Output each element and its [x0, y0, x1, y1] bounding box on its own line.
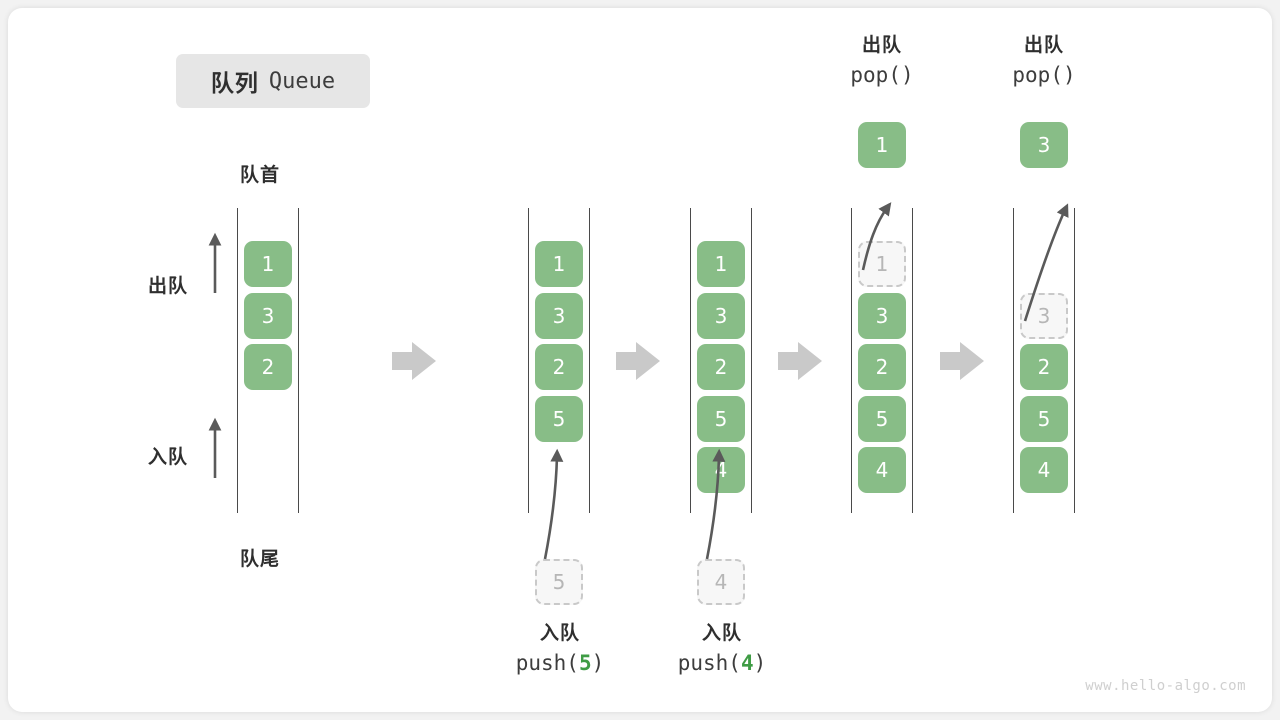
call-suffix: )	[591, 650, 605, 675]
title-chinese: 队列	[210, 70, 259, 96]
queue-cell-ghost: 1	[858, 241, 906, 287]
queue-cell: 4	[1020, 447, 1068, 493]
rail-right	[912, 208, 913, 513]
label-queue-rear: 队尾	[240, 549, 281, 570]
caption-dequeue-1-cn: 出队	[861, 35, 902, 56]
caption-dequeue-1: 出队 pop()	[830, 32, 934, 90]
caption-enqueue-4-call: push(4)	[670, 648, 774, 678]
step-arrow-3	[778, 342, 822, 380]
caption-enqueue-5-call: push(5)	[508, 648, 612, 678]
queue-cell: 1	[697, 241, 745, 287]
caption-enqueue-5: 入队 push(5)	[508, 620, 612, 678]
call-value: 5	[578, 650, 592, 675]
queue-cell: 2	[244, 344, 292, 390]
queue-column-after-pop-3: 3 2 5 4 3	[1013, 122, 1075, 513]
caption-enqueue-5-cn: 入队	[539, 623, 580, 644]
queue-cell: 5	[697, 395, 745, 442]
call-suffix: )	[753, 650, 767, 675]
caption-dequeue-1-call: pop()	[850, 62, 914, 87]
step-arrow-2	[616, 342, 660, 380]
rail-right	[751, 208, 752, 513]
rail-right	[298, 208, 299, 513]
caption-dequeue-2-cn: 出队	[1023, 35, 1064, 56]
queue-cell: 5	[1020, 395, 1068, 442]
rail-left	[851, 208, 852, 513]
queue-cell: 4	[858, 447, 906, 493]
rail-left	[690, 208, 691, 513]
queue-cell: 1	[535, 241, 583, 287]
arrow-overlay	[208, 202, 1069, 560]
queue-cell: 2	[1020, 344, 1068, 390]
rail-left	[1013, 208, 1014, 513]
queue-cell: 3	[858, 292, 906, 339]
incoming-element-ghost: 5	[535, 559, 583, 605]
queue-column-after-push-5: 1 3 2 5 5	[528, 208, 590, 605]
rail-right	[1074, 208, 1075, 513]
step-arrow-1	[392, 342, 436, 380]
rail-left	[528, 208, 529, 513]
popped-element: 1	[858, 122, 906, 168]
queue-cell: 1	[244, 241, 292, 287]
caption-dequeue-2: 出队 pop()	[992, 32, 1096, 90]
queue-cell: 4	[697, 447, 745, 493]
queue-cell-ghost: 3	[1020, 292, 1068, 339]
label-dequeue-direction: 出队	[148, 276, 189, 297]
title-english: Queue	[268, 68, 336, 94]
rail-right	[589, 208, 590, 513]
diagram-title: 队列 Queue	[176, 54, 370, 108]
popped-element: 3	[1020, 122, 1068, 168]
watermark: www.hello-algo.com	[1085, 678, 1246, 694]
queue-cell: 5	[858, 395, 906, 442]
label-enqueue-direction: 入队	[148, 447, 189, 468]
queue-cell: 2	[535, 344, 583, 390]
queue-column-after-pop-1: 1 3 2 5 4 1	[851, 122, 913, 513]
caption-enqueue-4-cn: 入队	[701, 623, 742, 644]
queue-cell: 2	[858, 344, 906, 390]
step-arrow-4	[940, 342, 984, 380]
caption-dequeue-2-call: pop()	[1012, 62, 1076, 87]
caption-enqueue-4: 入队 push(4)	[670, 620, 774, 678]
call-prefix: push(	[677, 650, 741, 675]
diagram-card: 队列 Queue 队首 队尾 出队 入队 1 3 2 1 3 2 5 5 1 3 2 5 4 4 1 3…	[8, 8, 1272, 712]
queue-cell: 3	[244, 292, 292, 339]
label-queue-front: 队首	[240, 165, 281, 186]
queue-column-initial: 1 3 2	[237, 208, 299, 513]
queue-cell: 2	[697, 344, 745, 390]
queue-cell: 3	[697, 292, 745, 339]
incoming-element-ghost: 4	[697, 559, 745, 605]
queue-column-after-push-4: 1 3 2 5 4 4	[690, 208, 752, 605]
call-value: 4	[740, 650, 754, 675]
queue-cell: 5	[535, 395, 583, 442]
rail-left	[237, 208, 238, 513]
queue-cell: 3	[535, 292, 583, 339]
call-prefix: push(	[515, 650, 579, 675]
